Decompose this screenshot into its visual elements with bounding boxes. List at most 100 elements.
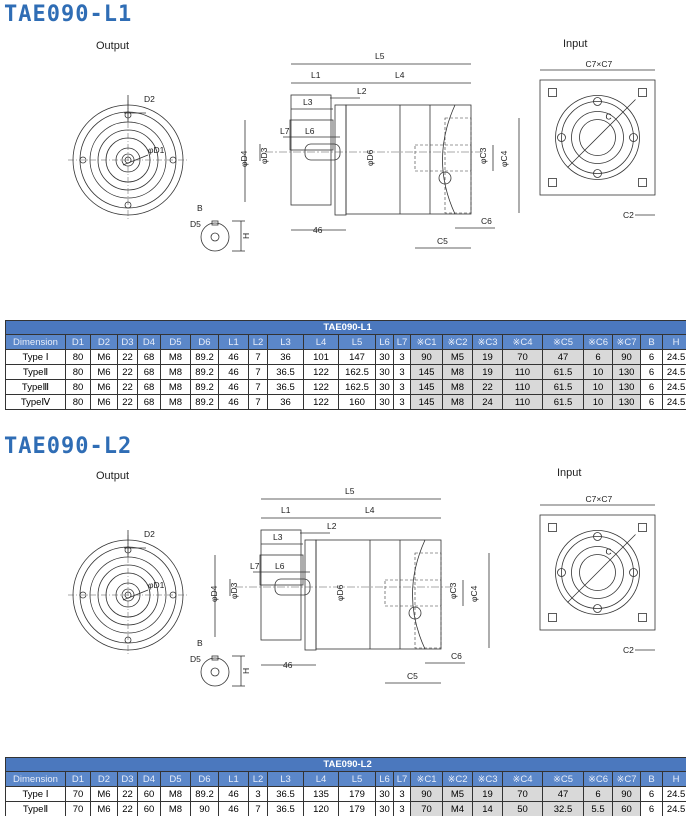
column-header: ※C4 — [502, 334, 543, 350]
table-cell: M6 — [90, 364, 118, 380]
table-cell: 145 — [410, 394, 443, 410]
input-label: Input — [563, 38, 588, 50]
table-cell: M8 — [160, 349, 191, 365]
dimension-label: D5 — [190, 219, 201, 229]
table-cell: 3 — [393, 786, 411, 802]
table-cell: 61.5 — [542, 394, 584, 410]
dimension-label: φC3 — [478, 147, 488, 164]
table-cell: 46 — [218, 394, 249, 410]
column-header: ※C1 — [410, 334, 443, 350]
table-cell: M4 — [442, 801, 473, 816]
table-cell: 162.5 — [338, 364, 376, 380]
table-cell: Type Ⅰ — [5, 786, 66, 802]
column-header: ※C7 — [612, 771, 641, 787]
table-cell: 36.5 — [267, 801, 304, 816]
dimension-label: D2 — [144, 529, 155, 539]
column-header: L6 — [375, 334, 394, 350]
table-cell: 24.5 — [661, 349, 686, 365]
dimension-label: C — [606, 547, 612, 557]
dimension-label: φD4 — [239, 150, 249, 167]
column-header: H — [661, 334, 686, 350]
column-header: D6 — [190, 334, 219, 350]
dimension-label: L2 — [327, 521, 337, 531]
table-cell: 22 — [117, 786, 138, 802]
table-cell: 6 — [640, 364, 663, 380]
table-cell: 32.5 — [542, 801, 584, 816]
table-cell: 22 — [472, 379, 503, 395]
table-cell: 162.5 — [338, 379, 376, 395]
table-cell: 80 — [65, 379, 91, 395]
dimension-label: H — [241, 233, 251, 239]
dimension-label: φD3 — [259, 147, 269, 164]
dimension-label: L5 — [345, 486, 355, 496]
table-cell: 145 — [410, 379, 443, 395]
dimension-label: 46 — [313, 225, 323, 235]
table-cell: TypeⅡ — [5, 801, 66, 816]
table-cell: M6 — [90, 801, 118, 816]
table-cell: 14 — [472, 801, 503, 816]
table-cell: 19 — [472, 364, 503, 380]
table-cell: M8 — [160, 379, 191, 395]
table-cell: 6 — [583, 786, 613, 802]
table-cell: 24.5 — [661, 786, 686, 802]
table-cell: 24.5 — [661, 801, 686, 816]
table-cell: 46 — [218, 786, 249, 802]
table-cell: 122 — [303, 379, 339, 395]
table-cell: 89.2 — [190, 349, 219, 365]
column-header: D4 — [137, 771, 161, 787]
column-header: L3 — [267, 771, 304, 787]
dimension-label: B — [197, 638, 203, 648]
column-header: L2 — [248, 334, 268, 350]
table-cell: 30 — [375, 364, 394, 380]
column-header: ※C7 — [612, 334, 641, 350]
dimension-label: L3 — [273, 532, 283, 542]
table-cell: 3 — [248, 786, 268, 802]
table-cell: M5 — [442, 349, 473, 365]
dimension-label: L3 — [303, 97, 313, 107]
column-header: L5 — [338, 771, 376, 787]
table-cell: 90 — [410, 349, 443, 365]
dimension-label: L6 — [305, 126, 315, 136]
column-header: B — [640, 334, 663, 350]
table-cell: 60 — [137, 786, 161, 802]
table-cell: 6 — [640, 394, 663, 410]
table-cell: 130 — [612, 364, 641, 380]
table-cell: 3 — [393, 394, 411, 410]
table-cell: 80 — [65, 364, 91, 380]
dimension-label: C7×C7 — [586, 59, 613, 69]
table-cell: 6 — [640, 349, 663, 365]
column-header: Dimension — [5, 771, 66, 787]
dimension-label: 46 — [283, 660, 293, 670]
dimension-label: D2 — [144, 94, 155, 104]
dimension-label: φD4 — [209, 585, 219, 602]
table-cell: 89.2 — [190, 364, 219, 380]
column-header: D1 — [65, 334, 91, 350]
output-label: Output — [96, 470, 130, 482]
table-cell: TypeⅣ — [5, 394, 66, 410]
table-cell: M6 — [90, 394, 118, 410]
table-cell: 24.5 — [661, 364, 686, 380]
column-header: L2 — [248, 771, 268, 787]
table-cell: 7 — [248, 364, 268, 380]
table-cell: 110 — [502, 394, 543, 410]
table-cell: M8 — [160, 786, 191, 802]
table-cell: 70 — [410, 801, 443, 816]
table-cell: M6 — [90, 349, 118, 365]
table-cell: 80 — [65, 394, 91, 410]
dimension-label: φC3 — [448, 582, 458, 599]
table-cell: 122 — [303, 364, 339, 380]
table-cell: 122 — [303, 394, 339, 410]
dimension-label: L4 — [395, 70, 405, 80]
table-cell: Type Ⅰ — [5, 349, 66, 365]
table-cell: 68 — [137, 364, 161, 380]
dimension-label: φD6 — [335, 584, 345, 601]
table-cell: M8 — [160, 364, 191, 380]
